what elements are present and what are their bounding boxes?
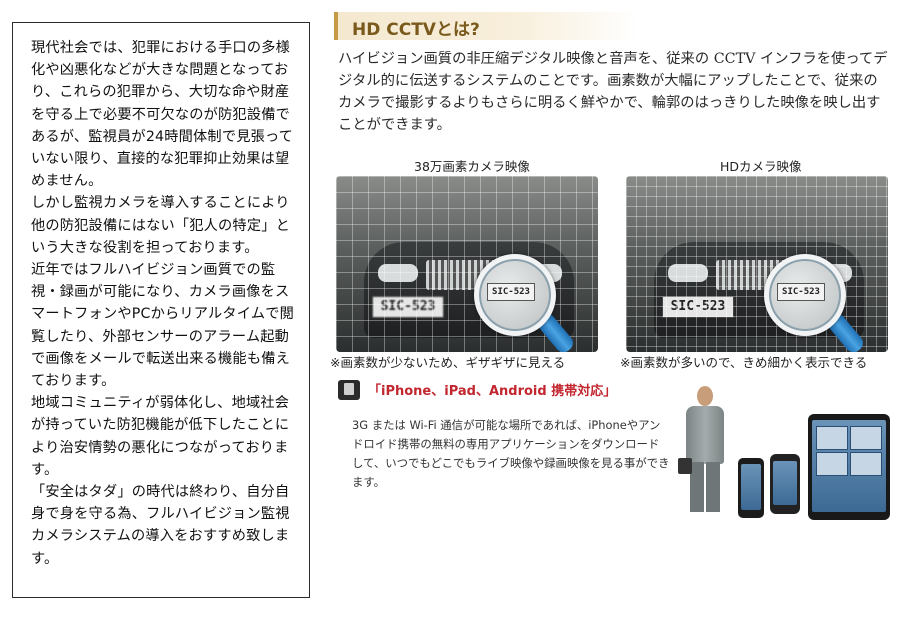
license-plate: SIC-523 <box>372 296 444 318</box>
iphone-image <box>770 454 800 514</box>
section-title: HD CCTVとは? <box>352 20 480 40</box>
intro-text: ハイビジョン画質の非圧縮デジタル映像と音声を、従来の CCTV インフラを使って… <box>338 51 888 133</box>
mobile-support-text: 3G または Wi-Fi 通信が可能な場所であれば、iPhoneやアンドロイド携… <box>352 418 670 489</box>
smartphone-image <box>738 458 764 518</box>
paragraph-3: 近年ではフルハイビジョン画質での監視・録画が可能になり、カメラ画像をスマートフォ… <box>31 262 295 390</box>
low-res-label: 38万画素カメラ映像 <box>414 159 530 174</box>
ipad-image <box>808 414 890 520</box>
magnified-plate: SIC-523 <box>487 283 535 301</box>
magnifier-icon: SIC-523 <box>474 254 556 336</box>
hd-image: SIC-523 SIC-523 <box>626 176 888 352</box>
phone-icon <box>338 380 360 400</box>
right-content: HD CCTVとは? ハイビジョン画質の非圧縮デジタル映像と音声を、従来の CC… <box>330 8 892 608</box>
paragraph-1: 現代社会では、犯罪における手口の多様化や凶悪化などが大きな問題となっており、これ… <box>31 40 294 190</box>
paragraph-2: しかし監視カメラを導入することにより他の防犯設備にはない「犯人の特定」という大き… <box>31 195 290 256</box>
magnifier-icon: SIC-523 <box>764 254 846 336</box>
businessman-illustration <box>678 386 730 516</box>
hd-caption: ※画素数が多いので、きめ細かく表示できる <box>620 355 868 370</box>
low-res-caption: ※画素数が少ないため、ギザギザに見える <box>330 355 566 370</box>
paragraph-5: 「安全はタダ」の時代は終わり、自分自身で身を守る為、フルハイビジョン監視カメラシ… <box>31 484 290 567</box>
hd-label: HDカメラ映像 <box>720 159 802 174</box>
magnified-plate: SIC-523 <box>777 283 825 301</box>
left-text-panel: 現代社会では、犯罪における手口の多様化や凶悪化などが大きな問題となっており、これ… <box>12 22 310 598</box>
section-heading: HD CCTVとは? <box>334 12 638 40</box>
mobile-support-title: 「iPhone、iPad、Android 携帯対応」 <box>368 384 617 399</box>
license-plate: SIC-523 <box>662 296 734 318</box>
paragraph-4: 地域コミュニティが弱体化し、地域社会が持っていた防犯機能が低下したことにより治安… <box>31 395 290 478</box>
low-res-image: SIC-523 SIC-523 <box>336 176 598 352</box>
